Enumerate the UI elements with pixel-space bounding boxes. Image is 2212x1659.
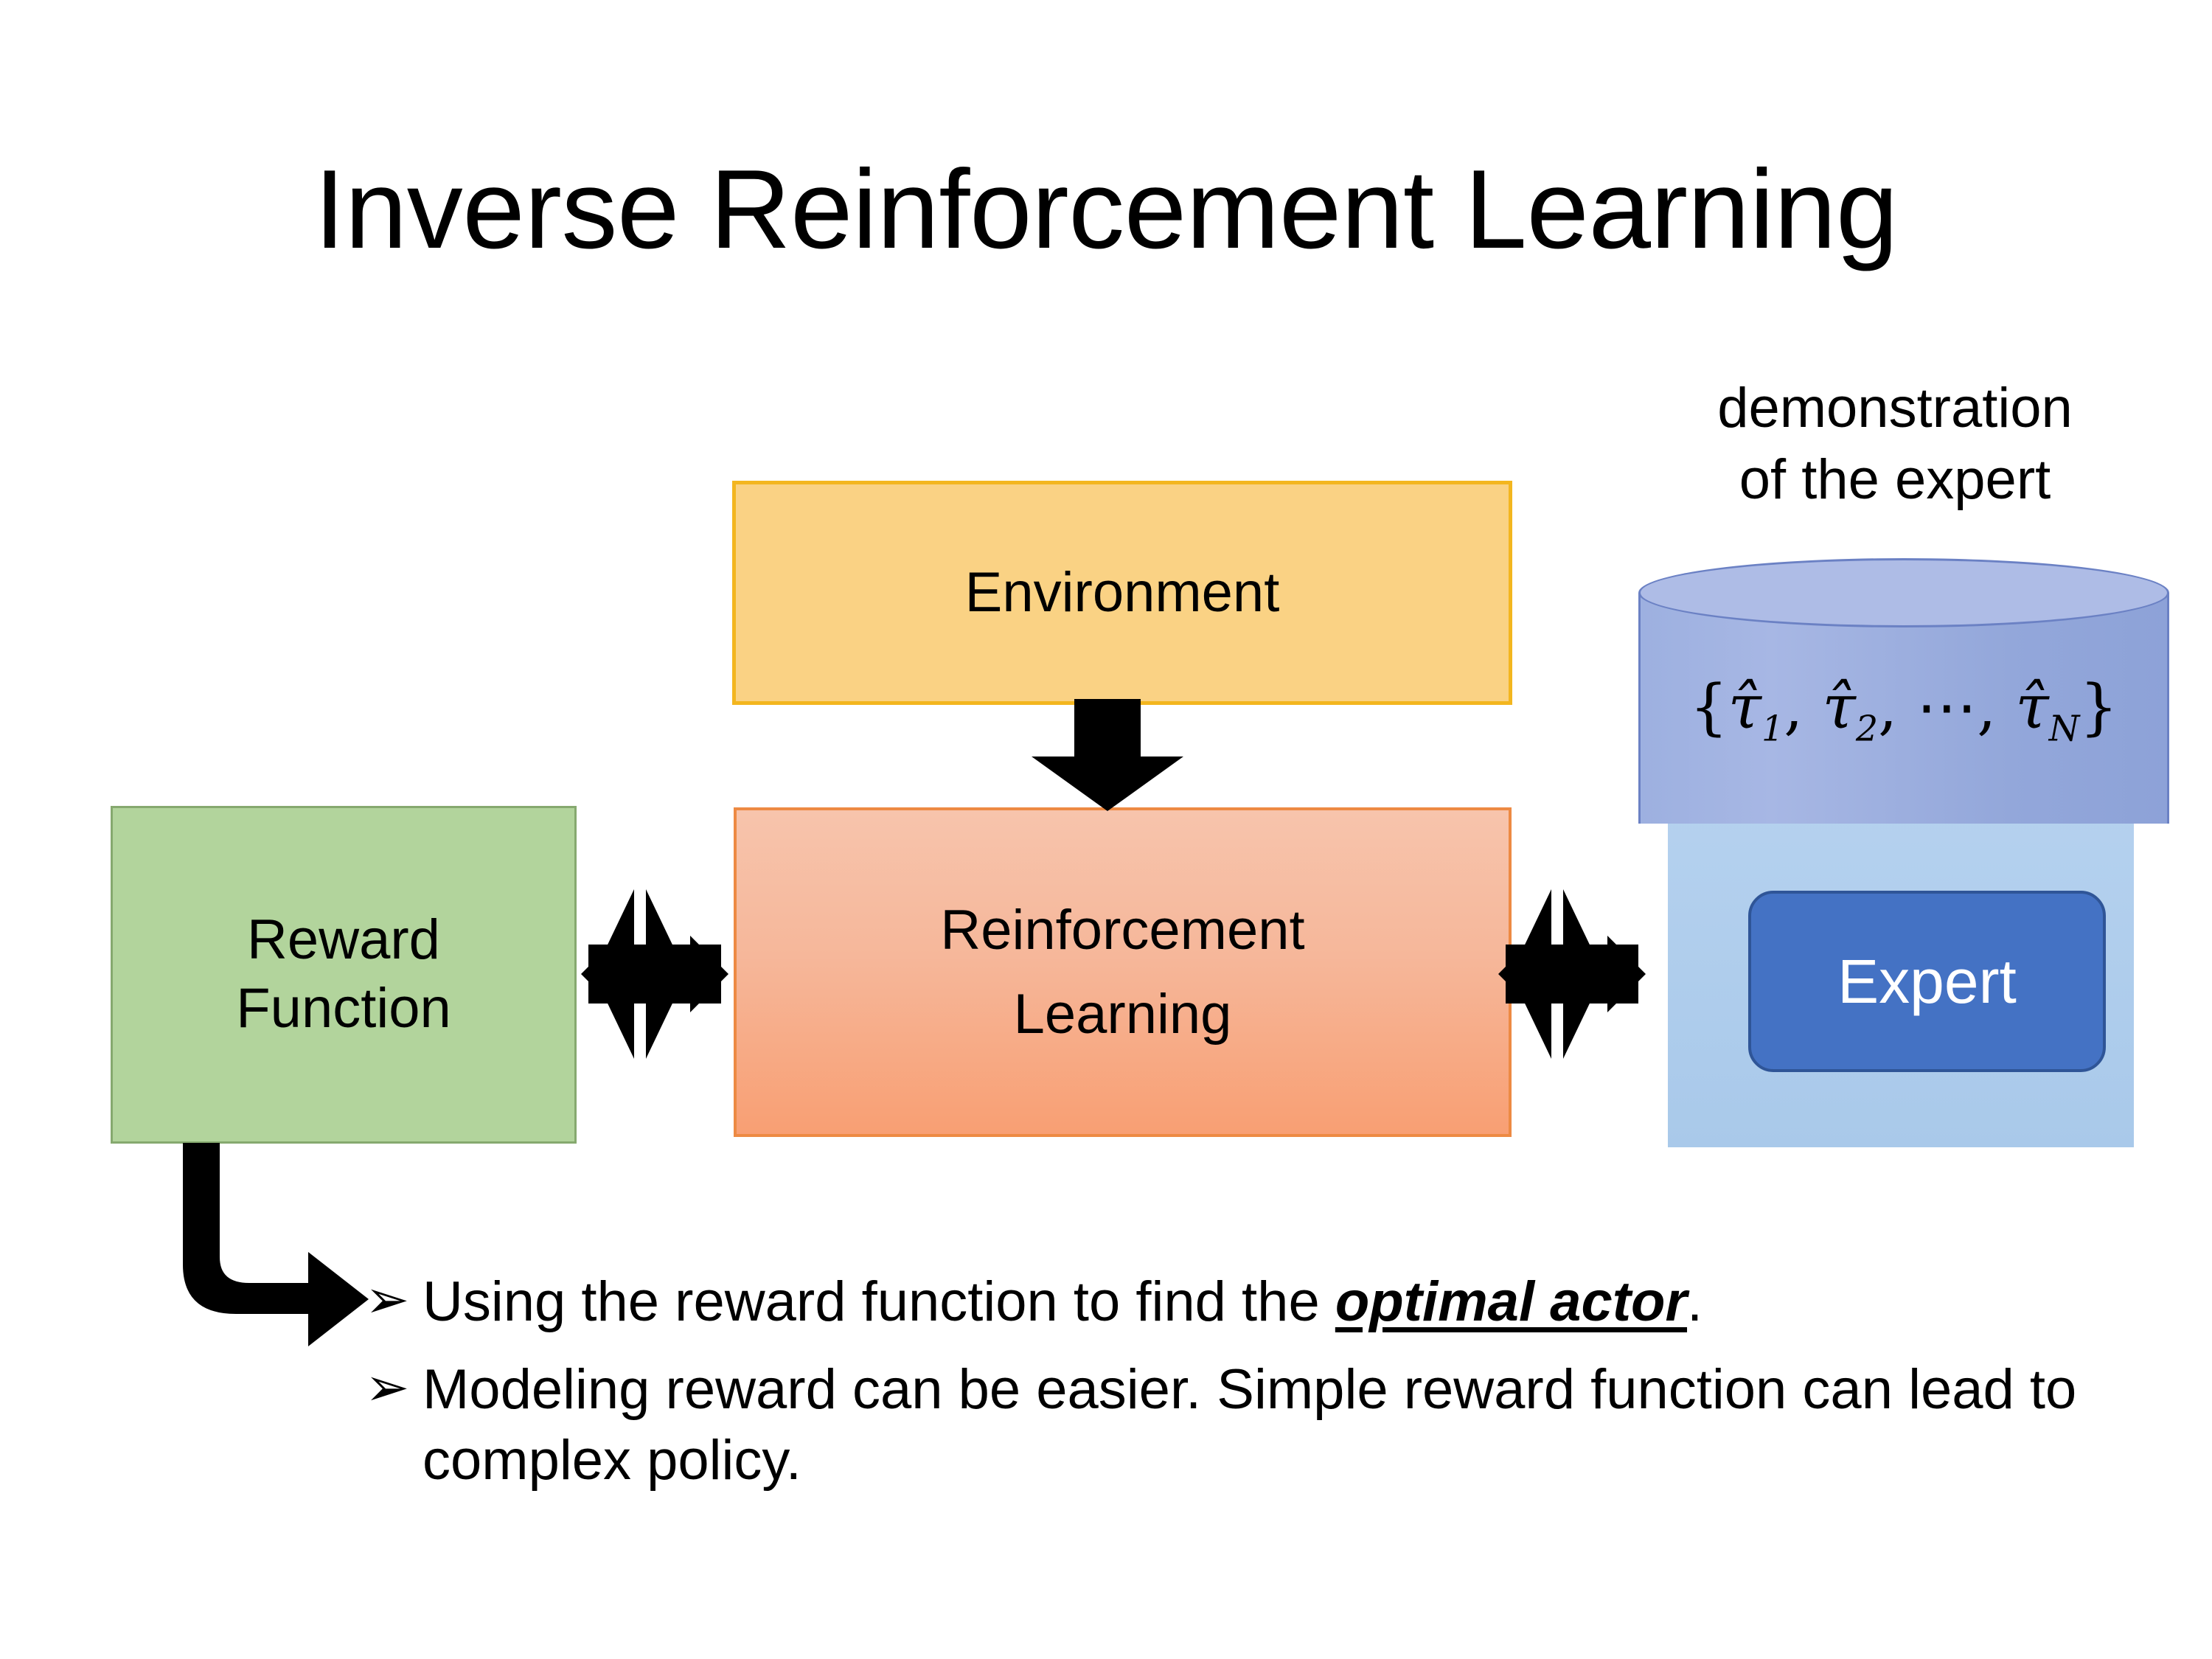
list-item: ➢ Using the reward function to find the …: [365, 1267, 2098, 1338]
reinforcement-learning-box-label: Reinforcement Learning: [940, 898, 1305, 1046]
bullet-2-prefix: Modeling reward can be easier. Simple re…: [422, 1357, 2077, 1492]
formula-tau-n: τ̂: [2015, 672, 2049, 742]
formula-comma-1: ,: [1784, 672, 1823, 742]
cylinder-top-ellipse: [1638, 558, 2169, 627]
cylinder-body: [1638, 593, 2169, 824]
expert-box[interactable]: Expert: [1748, 891, 2106, 1072]
formula-sub-1: 1: [1761, 709, 1784, 750]
bullet-marker-icon: ➢: [365, 1270, 410, 1329]
list-item: ➢ Modeling reward can be easier. Simple …: [365, 1354, 2098, 1497]
formula-close-brace: }: [2079, 672, 2118, 742]
trajectory-set-formula: {τ̂1, τ̂2, ⋯, τ̂N}: [1638, 672, 2169, 749]
formula-sub-n: N: [2048, 709, 2080, 750]
quad-arrow-left-icon: [581, 889, 728, 1059]
formula-comma-2: ,: [1878, 672, 1917, 742]
environment-box[interactable]: Environment: [732, 481, 1512, 705]
reinforcement-learning-box[interactable]: Reinforcement Learning: [734, 807, 1512, 1137]
formula-tau-1: τ̂: [1728, 672, 1762, 742]
page-title: Inverse Reinforcement Learning: [314, 147, 1898, 272]
demonstration-cylinder: {τ̂1, τ̂2, ⋯, τ̂N}: [1638, 558, 2169, 860]
reward-function-box-label: Reward Function: [236, 908, 451, 1040]
expert-box-label: Expert: [1837, 946, 2017, 1016]
formula-tau-2: τ̂: [1822, 672, 1856, 742]
bullet-marker-icon: ➢: [365, 1357, 410, 1417]
reward-function-box[interactable]: Reward Function: [111, 806, 577, 1144]
bent-arrow-icon: [183, 1143, 369, 1346]
quad-arrow-right-icon: [1498, 889, 1646, 1059]
formula-open-brace: {: [1689, 672, 1728, 742]
bullet-text: Modeling reward can be easier. Simple re…: [422, 1354, 2098, 1497]
environment-box-label: Environment: [964, 560, 1280, 624]
down-arrow-icon: [1032, 699, 1183, 811]
bullet-text: Using the reward function to find the op…: [422, 1267, 1703, 1338]
formula-sub-2: 2: [1855, 709, 1879, 750]
bullet-1-prefix: Using the reward function to find the: [422, 1270, 1335, 1333]
bullet-list: ➢ Using the reward function to find the …: [365, 1267, 2098, 1513]
bullet-1-emphasis: optimal actor: [1335, 1270, 1688, 1333]
demonstration-caption: demonstration of the expert: [1717, 377, 2073, 512]
bullet-1-suffix: .: [1687, 1270, 1703, 1333]
formula-comma-3: ,: [1977, 672, 2016, 742]
formula-ellipsis: ⋯: [1916, 672, 1978, 742]
